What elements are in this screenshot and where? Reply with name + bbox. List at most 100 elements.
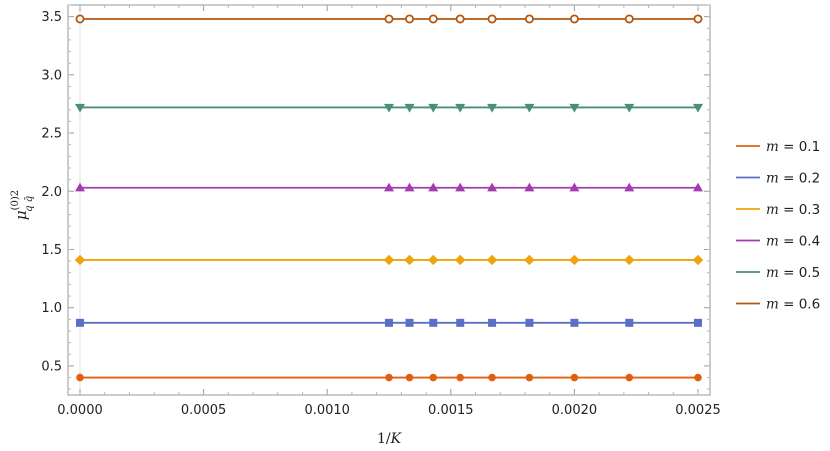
data-point — [429, 373, 438, 382]
data-point — [569, 103, 580, 113]
data-point — [456, 318, 465, 327]
data-point — [570, 318, 579, 327]
data-point — [524, 254, 535, 266]
x-tick-label: 0.0025 — [675, 403, 721, 418]
y-tick-label: 0.5 — [41, 359, 62, 374]
series-lines — [80, 18, 698, 379]
data-point — [383, 254, 395, 266]
data-point — [569, 182, 580, 192]
data-point — [694, 373, 702, 382]
data-point — [624, 182, 635, 192]
data-point — [385, 318, 393, 327]
legend-item: m = 0.3 — [736, 202, 820, 218]
data-point — [692, 254, 704, 266]
legend: m = 0.1 m = 0.2 m = 0.3 m = 0.4 m = 0.5 m = 0… — [736, 139, 820, 313]
data-point — [454, 254, 466, 266]
data-point — [624, 103, 635, 113]
data-point — [75, 103, 85, 113]
x-tick-label: 0.0015 — [428, 403, 474, 418]
data-point — [404, 103, 415, 113]
data-point — [524, 182, 535, 192]
data-point — [486, 254, 498, 266]
legend-label: m = 0.6 — [766, 297, 820, 313]
data-point — [455, 103, 466, 113]
data-point — [487, 14, 497, 24]
data-point — [75, 14, 85, 24]
series-points-2 — [76, 318, 702, 327]
data-point — [625, 373, 634, 382]
data-point — [405, 318, 414, 327]
data-point — [569, 14, 579, 24]
x-tick-label: 0.0020 — [552, 403, 598, 418]
legend-label: m = 0.1 — [766, 139, 820, 155]
data-point — [487, 103, 498, 113]
data-point — [455, 182, 466, 192]
axis-ticks: 0.0000 0.0005 0.0010 0.0015 0.0020 0.0025 0.5 1… — [41, 4, 721, 418]
series-points-6 — [75, 14, 703, 24]
data-point — [525, 373, 534, 382]
data-point — [76, 318, 84, 327]
legend-item: m = 0.4 — [736, 234, 820, 250]
y-tick-label: 3.0 — [41, 68, 62, 83]
data-point — [625, 318, 634, 327]
data-point — [405, 373, 414, 382]
data-point — [525, 318, 534, 327]
data-point — [570, 373, 579, 382]
legend-label: m = 0.5 — [766, 265, 820, 281]
data-point — [488, 373, 496, 382]
y-tick-label: 1.5 — [41, 243, 62, 258]
data-point — [404, 182, 415, 192]
data-point — [488, 318, 497, 327]
data-point — [428, 103, 439, 113]
legend-label: m = 0.2 — [766, 171, 820, 187]
data-point — [404, 254, 415, 266]
data-point — [624, 14, 634, 24]
series-points-5 — [75, 103, 703, 113]
legend-item: m = 0.6 — [736, 297, 820, 313]
legend-item: m = 0.5 — [736, 265, 820, 281]
data-point — [385, 373, 393, 382]
data-point — [429, 318, 438, 327]
y-tick-label: 1.0 — [41, 301, 62, 316]
legend-item: m = 0.2 — [736, 171, 820, 187]
data-point — [624, 254, 635, 266]
data-point — [428, 182, 439, 192]
x-tick-label: 0.0010 — [304, 403, 350, 418]
data-point — [693, 182, 703, 192]
data-point — [384, 182, 394, 192]
data-point — [694, 318, 702, 327]
data-point — [428, 254, 439, 266]
legend-label: m = 0.4 — [766, 234, 820, 250]
x-tick-label: 0.0000 — [57, 403, 103, 418]
series-points-1 — [76, 373, 702, 382]
data-point — [456, 373, 464, 382]
data-point — [74, 254, 86, 266]
series-points-3 — [74, 254, 704, 266]
data-point — [524, 14, 534, 24]
legend-label: m = 0.3 — [766, 202, 820, 218]
y-tick-label: 2.5 — [41, 127, 62, 142]
series-points-4 — [75, 182, 703, 192]
data-point — [76, 373, 84, 382]
data-point — [693, 14, 703, 24]
y-tick-label: 2.0 — [41, 185, 62, 200]
legend-item: m = 0.1 — [736, 139, 820, 155]
series-markers — [74, 14, 704, 382]
y-tick-label: 3.5 — [41, 10, 62, 25]
data-point — [405, 14, 415, 24]
data-point — [428, 14, 438, 24]
data-point — [455, 14, 465, 24]
data-point — [524, 103, 535, 113]
data-point — [693, 103, 703, 113]
data-point — [487, 182, 498, 192]
x-axis-title: 1/K — [377, 431, 403, 447]
x-tick-label: 0.0005 — [181, 403, 227, 418]
data-point — [569, 254, 580, 266]
data-point — [384, 103, 394, 113]
plot-frame — [67, 4, 711, 396]
data-point — [384, 14, 394, 24]
svg-text:μ(0)2q q̄: μ(0)2q q̄ — [10, 190, 35, 220]
data-point — [75, 182, 85, 192]
